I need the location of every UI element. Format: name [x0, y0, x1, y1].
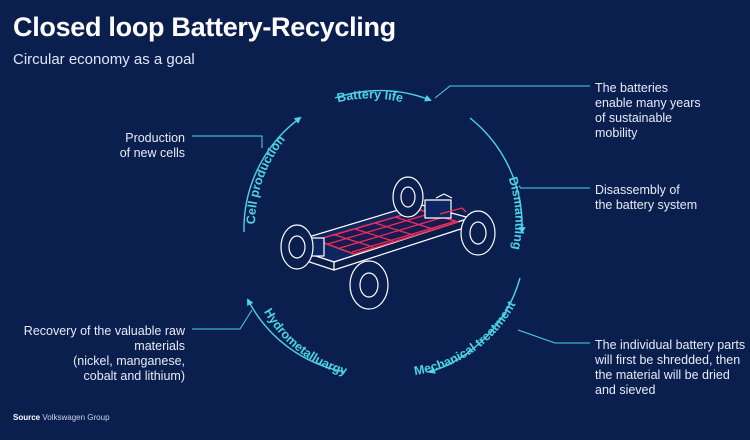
wheel-front-left: [392, 176, 424, 218]
battery-chassis-illustration: [280, 176, 496, 310]
note-dismantling: Disassembly of the battery system: [595, 183, 698, 212]
stage-label-dismantling: Dismantling: [506, 175, 527, 251]
wheel-front-right: [460, 210, 496, 256]
stage-label-mechanical-treatment: Mechanical treatment: [413, 298, 519, 378]
note-cell-production: Production of new cells: [119, 131, 185, 160]
battery-tray: [315, 209, 459, 255]
wheel-rear-right: [349, 260, 389, 310]
source-label: Source: [13, 413, 41, 422]
wheel-rear-left: [280, 224, 314, 270]
cycle-arrows: [243, 89, 526, 374]
battery-modules: [327, 212, 457, 253]
source-text: Volkswagen Group: [42, 413, 110, 422]
note-battery-life: The batteries enable many years of susta…: [595, 81, 701, 140]
note-mechanical-treatment: The individual battery parts will first …: [595, 338, 746, 397]
arrow-cell-production: [243, 116, 302, 233]
arrow-mechanical: [428, 277, 521, 374]
page-title: Closed loop Battery-Recycling: [13, 12, 396, 42]
arrow-battery-life: [334, 89, 432, 102]
leader-hydrometallurgy: [192, 309, 253, 330]
leader-cell-production: [192, 135, 263, 148]
front-motor: [424, 199, 452, 219]
stage-label-hydrometallurgy: Hydrometalluargy: [261, 306, 349, 378]
arrow-dismantling: [469, 117, 526, 234]
arrow-hydrometallurgy: [247, 298, 346, 373]
source-credit: Source Volkswagen Group: [13, 413, 110, 422]
leader-lines: [192, 85, 590, 344]
leader-battery-life: [434, 85, 590, 99]
stage-label-battery-life: Battery life: [336, 87, 405, 105]
note-hydrometallurgy: Recovery of the valuable raw materials (…: [23, 324, 185, 383]
page-subtitle: Circular economy as a goal: [13, 51, 195, 68]
leader-mechanical: [517, 329, 590, 344]
stage-label-cell-production: Cell production: [244, 133, 288, 225]
